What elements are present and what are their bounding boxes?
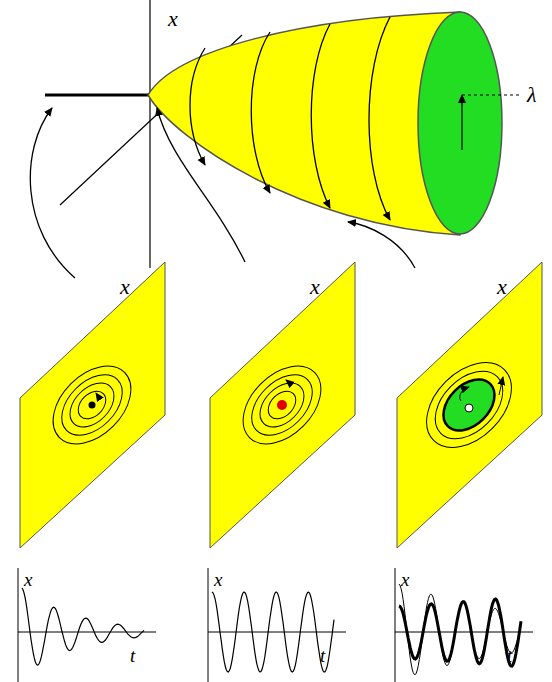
time-plot (395, 568, 533, 682)
plot-axis-label: t (507, 646, 512, 665)
panel-axis-label: x (310, 276, 320, 298)
axis-label: x (168, 8, 178, 30)
panel-axis-label: x (120, 276, 130, 298)
phase-plane (210, 262, 355, 548)
phase-plane (397, 262, 542, 548)
time-plot (18, 568, 156, 682)
time-plot (208, 568, 346, 682)
plot-axis-label: t (130, 646, 135, 665)
plot-axis-label: x (401, 570, 409, 589)
plot-axis-label: t (320, 646, 325, 665)
plot-axis-label: x (24, 570, 32, 589)
plot-axis-label: x (214, 570, 222, 589)
phase-plane (20, 262, 165, 548)
axis-label: λ (527, 84, 537, 106)
panel-axis-label: x (497, 276, 507, 298)
